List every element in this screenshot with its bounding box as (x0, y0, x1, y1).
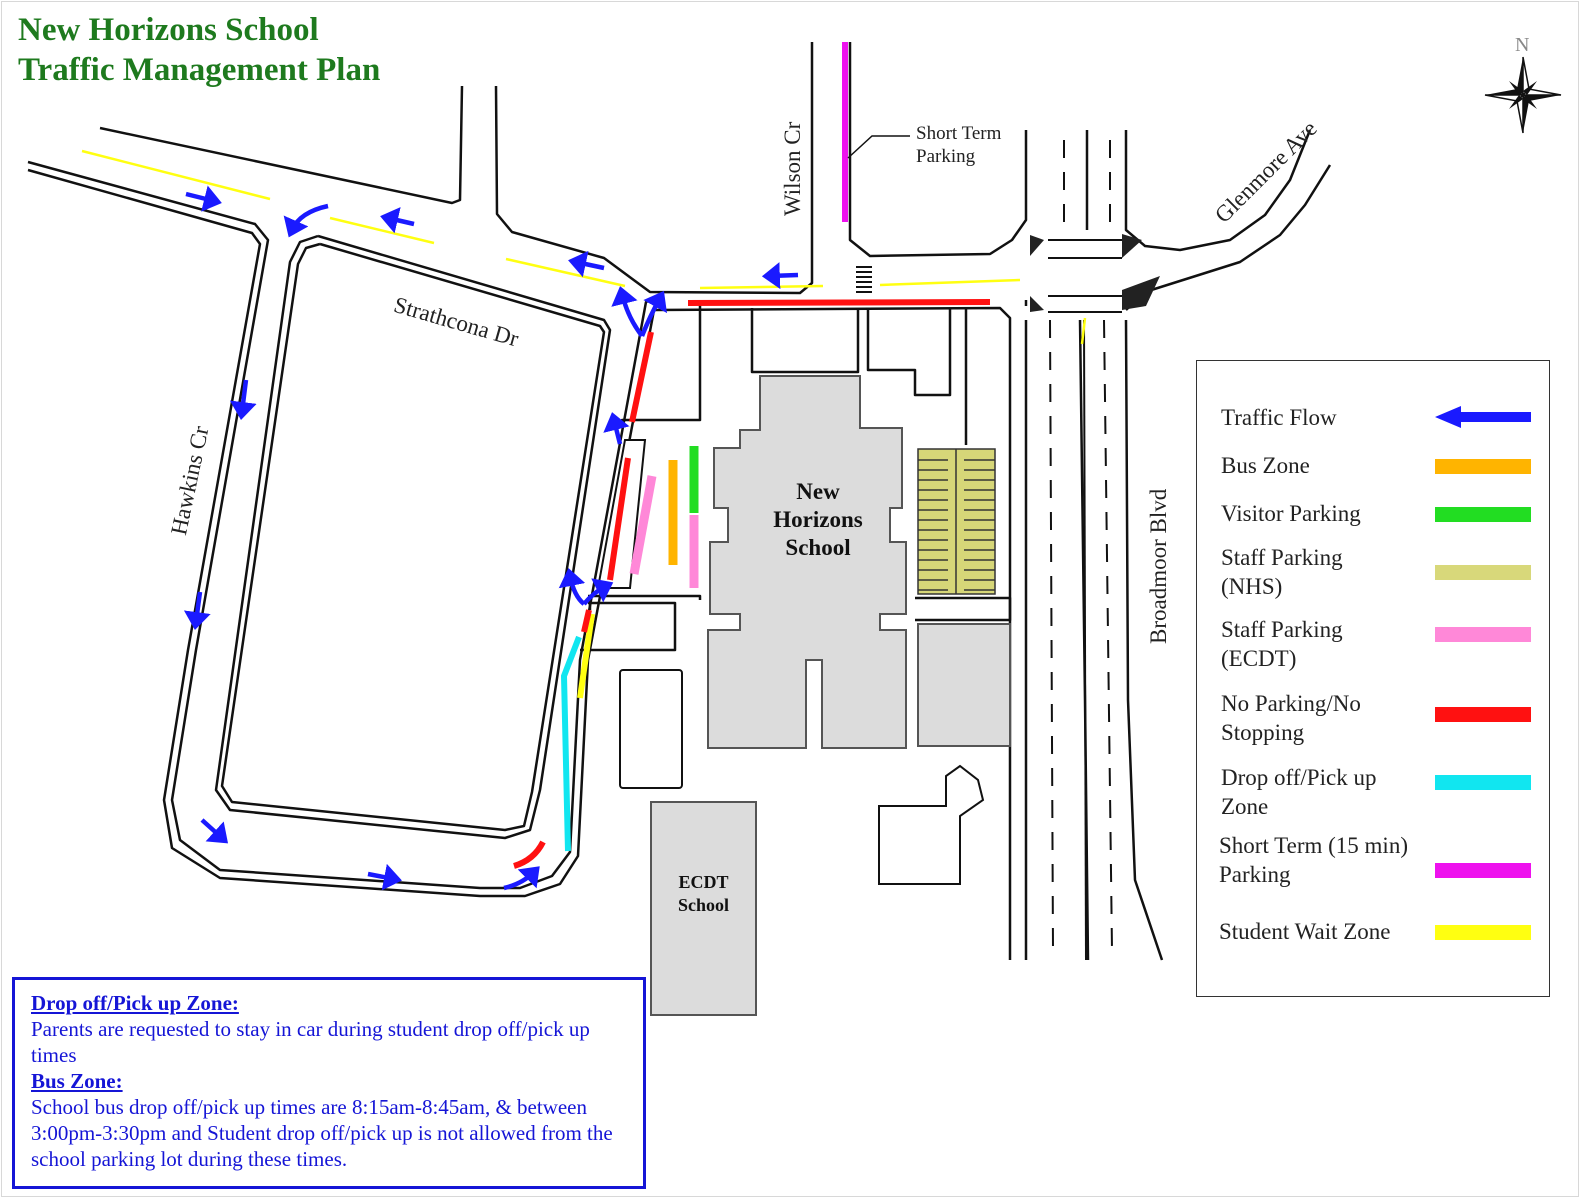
traffic-flow-arrows (183, 185, 799, 891)
new-horizons-school-building (707, 375, 907, 749)
crosswalk (856, 266, 872, 293)
legend-label-short-term: Short Term (15 min) Parking (1219, 833, 1408, 887)
intersection-islands (1030, 234, 1160, 312)
ecdt-building-label: ECDT School (651, 871, 756, 917)
east-wing-building (917, 623, 1011, 747)
legend-swatch-no-parking (1435, 707, 1531, 722)
compass-rose-icon: N (1484, 34, 1562, 134)
map-title: New Horizons School Traffic Management P… (18, 10, 380, 90)
legend-label-staff-parking-ecdt: Staff Parking (ECDT) (1221, 617, 1343, 671)
legend-swatch-visitor-parking (1435, 507, 1531, 522)
notes-box: Drop off/Pick up Zone: Parents are reque… (12, 977, 646, 1189)
legend-label-no-parking: No Parking/No Stopping (1221, 691, 1361, 745)
dropoff-text: Parents are requested to stay in car dur… (31, 1017, 590, 1067)
ecdt-label-line-2: School (677, 895, 729, 915)
lane-markings (1049, 140, 1113, 961)
map-legend: Traffic Flow Bus Zone Visitor Parking St… (1196, 360, 1550, 997)
legend-swatch-staff-parking-ecdt (1435, 627, 1531, 642)
legend-swatch-staff-parking-nhs (1435, 565, 1531, 580)
title-line-1: New Horizons School (18, 12, 319, 48)
ecdt-school-building (650, 801, 757, 1016)
short-term-callout-line-2: Parking (916, 146, 976, 167)
nhs-parking-stalls (918, 449, 995, 594)
compass-north-label: N (1515, 34, 1529, 56)
legend-swatch-bus-zone (1435, 459, 1531, 474)
road-edges (27, 42, 1332, 961)
legend-swatch-student-wait (1435, 925, 1531, 940)
dropoff-heading: Drop off/Pick up Zone: (31, 991, 239, 1015)
legend-swatch-drop-off (1435, 775, 1531, 790)
intersection-lines (1048, 239, 1122, 313)
nhs-label-line-2: Horizons (773, 507, 863, 532)
title-line-2: Traffic Management Plan (18, 52, 381, 88)
short-term-callout: Short Term Parking (916, 122, 1001, 168)
nhs-label-line-1: New (796, 479, 840, 504)
nhs-building-label: New Horizons School (748, 478, 888, 562)
legend-label-visitor-parking: Visitor Parking (1221, 501, 1361, 526)
bus-text: School bus drop off/pick up times are 8:… (31, 1095, 613, 1171)
street-label-broadmoor: Broadmoor Blvd (1146, 488, 1171, 644)
short-term-leader (847, 135, 910, 159)
zones (81, 42, 1087, 869)
legend-swatch-short-term (1435, 863, 1531, 878)
legend-label-traffic-flow: Traffic Flow (1221, 405, 1337, 430)
legend-label-bus-zone: Bus Zone (1221, 453, 1310, 478)
street-label-wilson: Wilson Cr (780, 121, 805, 216)
legend-label-staff-parking-nhs: Staff Parking (NHS) (1221, 545, 1343, 599)
legend-arrow-traffic-flow (1435, 406, 1531, 428)
bus-heading: Bus Zone: (31, 1069, 123, 1093)
nhs-label-line-3: School (785, 535, 851, 560)
short-term-callout-line-1: Short Term (916, 123, 1002, 144)
ecdt-label-line-1: ECDT (678, 872, 729, 892)
legend-label-student-wait: Student Wait Zone (1219, 919, 1391, 944)
legend-label-drop-off: Drop off/Pick up Zone (1221, 765, 1377, 819)
